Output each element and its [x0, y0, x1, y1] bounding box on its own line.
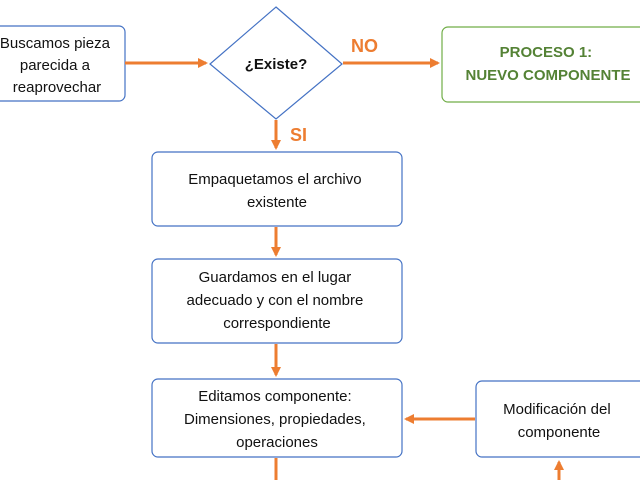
node-package: Empaquetamos el archivo existente	[151, 151, 403, 227]
node-modify: Modificación del componente	[475, 380, 640, 458]
edge-label-yes: SI	[290, 125, 307, 145]
node-save-text: Guardamos en el lugar adecuado y con el …	[187, 269, 368, 332]
node-process-1-text: PROCESO 1: NUEVO COMPONENTE	[465, 44, 630, 84]
node-decision-text: ¿Existe?	[245, 56, 308, 73]
node-save: Guardamos en el lugar adecuado y con el …	[151, 258, 403, 344]
node-search-text: Buscamos pieza parecida a reaprovechar	[0, 35, 114, 96]
node-modify-text: Modificación del componente	[503, 401, 615, 441]
node-edit: Editamos componente: Dimensiones, propie…	[151, 378, 403, 458]
node-edit-text: Editamos componente: Dimensiones, propie…	[184, 388, 370, 451]
edge-label-no: NO	[351, 36, 378, 56]
node-search: Buscamos pieza parecida a reaprovechar	[0, 25, 126, 102]
node-process-1: PROCESO 1: NUEVO COMPONENTE	[441, 26, 640, 103]
node-package-text: Empaquetamos el archivo existente	[188, 171, 366, 211]
node-decision-existe: ¿Existe?	[209, 6, 343, 120]
